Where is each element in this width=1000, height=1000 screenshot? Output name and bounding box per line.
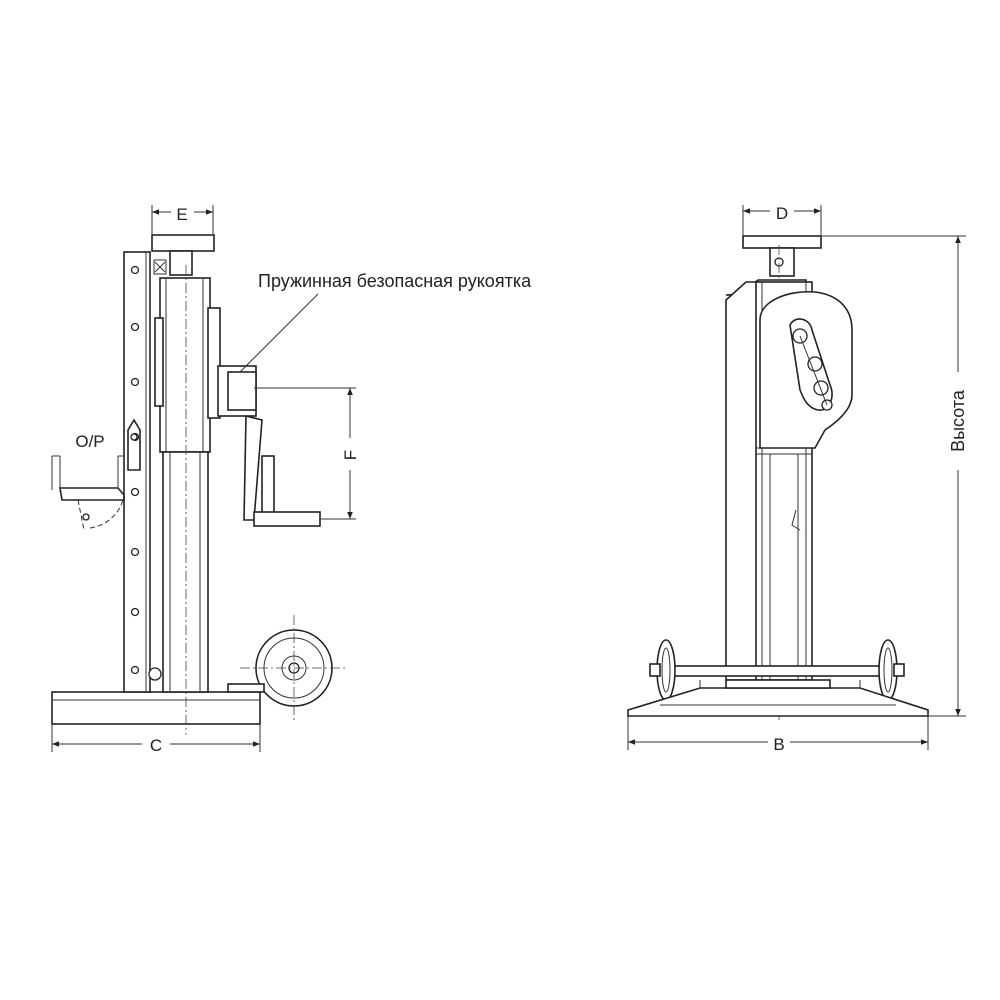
top-head-plate	[151, 234, 215, 252]
dim-label-f: F	[341, 450, 360, 460]
annotation-label: Пружинная безопасная рукоятка	[258, 271, 532, 291]
annotation: Пружинная безопасная рукоятка	[239, 271, 532, 373]
crank-arm	[243, 414, 263, 521]
dim-height: Высота	[821, 235, 968, 717]
base-plate	[51, 691, 261, 725]
front-top-plate	[742, 235, 822, 249]
dim-e: E	[151, 205, 214, 234]
dim-label-c: C	[150, 736, 162, 755]
dim-d: D	[742, 204, 822, 235]
axle	[671, 665, 895, 677]
rack-holes	[130, 265, 140, 675]
dim-b: B	[627, 716, 929, 754]
dim-label-op: O/P	[75, 432, 104, 451]
dim-label-height: Высота	[948, 389, 968, 452]
dim-label-e: E	[176, 205, 187, 224]
dim-c: C	[51, 724, 261, 755]
dim-f: F	[254, 387, 360, 520]
side-view	[51, 234, 345, 735]
crank-handle-grip	[261, 455, 275, 515]
dim-label-d: D	[776, 204, 788, 223]
crank-handle-bar	[253, 511, 321, 527]
front-view	[627, 235, 929, 720]
dim-op: O/P	[51, 432, 124, 490]
dim-label-b: B	[773, 735, 784, 754]
toe-lift	[59, 418, 141, 531]
